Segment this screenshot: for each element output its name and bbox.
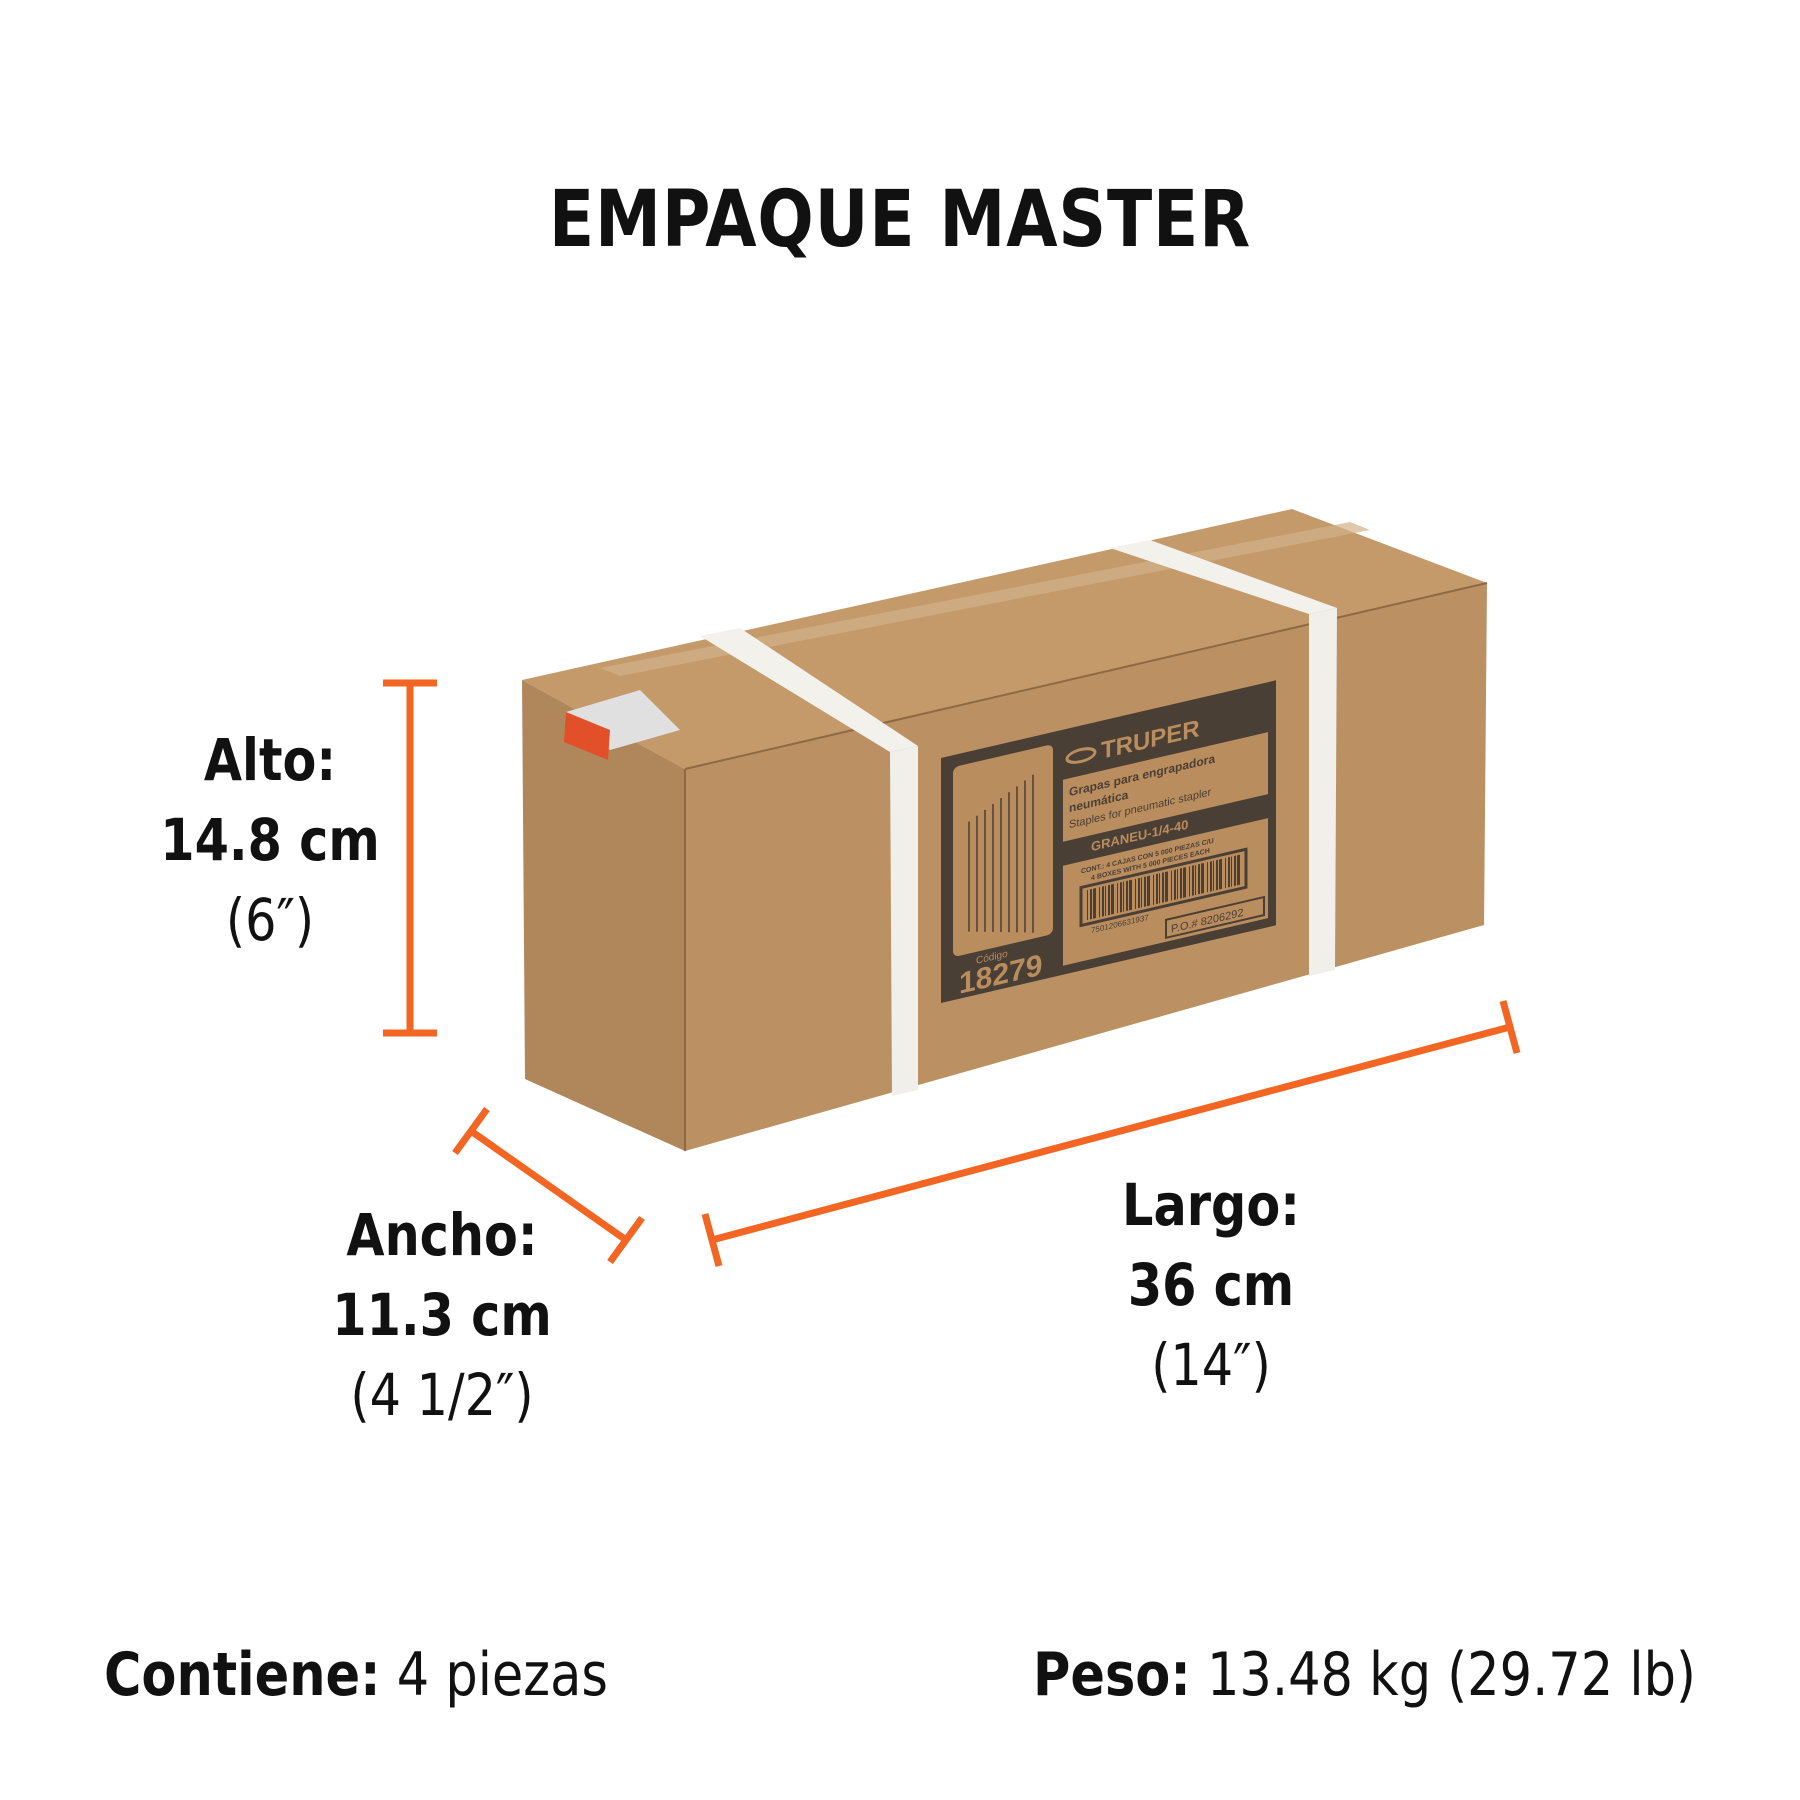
ancho-label: Ancho: 11.3 cm (4 1/2″) bbox=[332, 1201, 552, 1429]
barcode-bar bbox=[1141, 877, 1142, 908]
barcode-bar bbox=[1192, 865, 1194, 896]
barcode-bar bbox=[1123, 881, 1124, 912]
largo-label: Largo: 36 cm (14″) bbox=[1122, 1171, 1300, 1399]
barcode-bar bbox=[1129, 879, 1132, 911]
barcode-bar bbox=[1120, 882, 1122, 913]
barcode-bar bbox=[1126, 880, 1128, 912]
barcode-bar bbox=[1180, 868, 1182, 899]
barcode-bar bbox=[1228, 856, 1230, 888]
barcode-bar bbox=[1195, 864, 1196, 896]
barcode-bar bbox=[1165, 871, 1168, 903]
ancho-dimension-line bbox=[452, 1106, 645, 1265]
barcode-bar bbox=[1171, 870, 1172, 901]
barcode-bar bbox=[1099, 887, 1100, 918]
strap bbox=[700, 628, 918, 752]
barcode-bar bbox=[1147, 875, 1150, 907]
barcode-bar bbox=[1219, 858, 1222, 890]
weight-info: Peso: 13.48 kg (29.72 lb) bbox=[1033, 1640, 1696, 1710]
barcode-bar bbox=[1189, 866, 1190, 897]
barcode-bar bbox=[1117, 882, 1118, 914]
alto-label: Alto: 14.8 cm (6″) bbox=[160, 726, 380, 954]
barcode-bar bbox=[1174, 869, 1176, 900]
largo-dimension-line bbox=[701, 1000, 1521, 1267]
contents-info: Contiene: 4 piezas bbox=[104, 1640, 608, 1710]
barcode-bar bbox=[1201, 862, 1204, 894]
page-title: EMPAQUE MASTER bbox=[548, 175, 1252, 265]
barcode-bar bbox=[1162, 872, 1164, 903]
strap bbox=[1110, 540, 1337, 614]
barcode-bar bbox=[1108, 884, 1110, 916]
barcode-bar bbox=[1225, 857, 1226, 889]
barcode-bar bbox=[1111, 883, 1114, 915]
barcode-bar bbox=[1216, 859, 1218, 891]
barcode-bar bbox=[1237, 854, 1240, 886]
barcode-bar bbox=[1159, 873, 1160, 904]
barcode-bar bbox=[1135, 878, 1136, 909]
barcode-bar bbox=[1183, 867, 1186, 898]
barcode-bar bbox=[1105, 885, 1106, 916]
box-top-face bbox=[522, 509, 1487, 769]
barcode-bar bbox=[1198, 863, 1200, 895]
barcode-bar bbox=[1234, 855, 1236, 887]
barcode-bar bbox=[1156, 873, 1158, 905]
box-end-face bbox=[522, 680, 685, 1151]
barcode-bar bbox=[1210, 861, 1212, 892]
alto-dimension-line bbox=[383, 679, 437, 1037]
barcode-bar bbox=[1102, 886, 1104, 917]
barcode-bar bbox=[1231, 856, 1232, 887]
barcode-bar bbox=[1153, 874, 1154, 905]
barcode-bar bbox=[1144, 876, 1146, 907]
barcode-bar bbox=[1087, 889, 1088, 921]
barcode-bar bbox=[1207, 862, 1208, 893]
barcode-bar bbox=[1093, 888, 1096, 919]
barcode-bar bbox=[1177, 869, 1178, 900]
barcode-bar bbox=[1213, 860, 1214, 891]
product-label: Código 18279 TRUPER Grapas para engrapad… bbox=[941, 680, 1276, 1003]
barcode-bar bbox=[1090, 888, 1092, 920]
barcode-bar bbox=[1138, 877, 1140, 909]
